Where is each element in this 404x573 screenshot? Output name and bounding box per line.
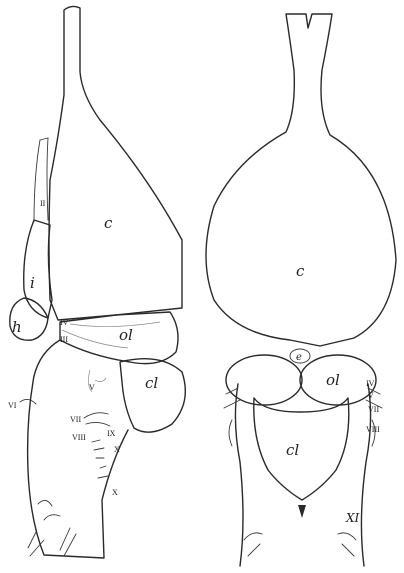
right-label-pineal: e — [296, 352, 302, 363]
left-nerve-label-3: III — [60, 335, 68, 344]
left-label-cerebellum: cl — [145, 374, 158, 392]
right-figure — [206, 14, 396, 566]
right-nerve-roots — [224, 388, 382, 556]
left-label-hypophysis: h — [12, 318, 22, 336]
left-nerve-label-5: V — [89, 383, 95, 392]
left-cerebellum-outline — [120, 359, 185, 433]
left-figure — [10, 6, 186, 558]
right-nerve-label-11: XI — [345, 511, 360, 525]
right-label-cerebellum: cl — [286, 441, 299, 459]
left-nerve-roots — [20, 399, 110, 520]
left-nerve-label-10b: X — [112, 488, 118, 497]
left-optic-nerve — [34, 138, 48, 222]
left-nerve-label-6: VI — [8, 401, 17, 410]
left-nerve-label-7: VII — [70, 415, 81, 424]
left-label-infundibulum: i — [30, 274, 35, 292]
right-label-cerebrum: c — [296, 262, 305, 280]
left-nerve-label-4: IV — [60, 318, 69, 327]
right-nerve-label-5: V — [368, 391, 374, 400]
right-nerve-label-7: VII — [368, 405, 379, 414]
left-label-cerebrum: c — [104, 214, 113, 232]
right-optic-lobe-left — [226, 355, 302, 405]
left-nerve-label-10: X — [114, 445, 120, 454]
left-nerve-label-8: VIII — [72, 433, 86, 442]
left-cerebrum-outline — [49, 6, 182, 320]
left-label-optic-lobe: ol — [119, 326, 133, 344]
right-cerebellum-outline — [254, 398, 349, 500]
right-cerebrum-outline — [206, 14, 396, 346]
left-medulla-outline — [28, 340, 128, 558]
right-nerve-label-4: IV — [366, 379, 375, 388]
right-nerve-label-8: VIII — [366, 425, 380, 434]
right-label-optic-lobe: ol — [326, 371, 340, 389]
left-nerve-label-2: II — [40, 199, 46, 208]
left-nerve-label-9: IX — [107, 429, 116, 438]
